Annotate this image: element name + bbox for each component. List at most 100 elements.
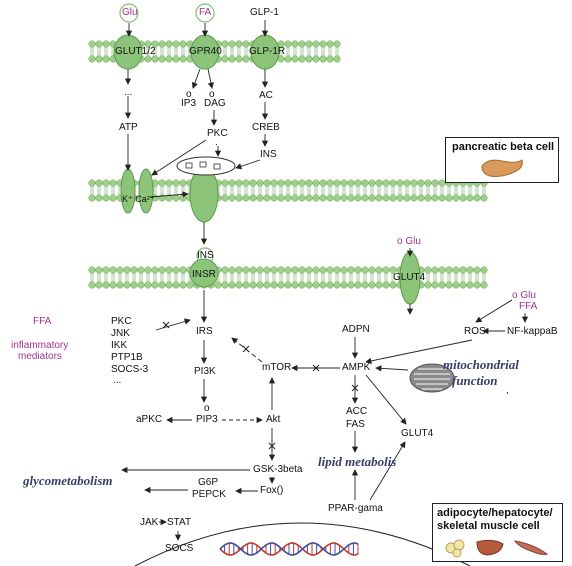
socs-label: SOCS <box>165 543 194 554</box>
inflammatory-label: inflammatory <box>11 340 69 351</box>
ppar-label: PPAR-gama <box>328 503 383 514</box>
ac-label: AC <box>259 90 273 101</box>
glut4-label: GLUT4 <box>401 428 434 439</box>
arrows <box>121 20 529 541</box>
arrow-inhibitors-irs <box>155 318 191 331</box>
target-cell-box: adipocyte/hepatocyte/ skeletal muscle ce… <box>432 503 563 562</box>
dna-helix-icon <box>219 542 359 556</box>
arrow-mito-ampk <box>375 365 409 372</box>
fas-label: FAS <box>346 419 365 430</box>
pip3-label: PIP3 <box>196 414 218 425</box>
liver-icon <box>476 539 504 556</box>
ffa-right-label: FFA <box>519 301 538 312</box>
glu-top-label: Glu <box>122 7 138 18</box>
irs-label: IRS <box>196 326 213 337</box>
glp1r-label: GLP-1R <box>249 46 286 57</box>
adipocyte-icon <box>445 539 465 558</box>
target-cell-membrane <box>88 266 488 289</box>
inhibitor-ptp1b: PTP1B <box>111 352 143 363</box>
atp-label: ATP <box>119 122 138 133</box>
pkc-beta-label: PKC <box>207 128 228 139</box>
ip3-o-label: o <box>186 89 192 100</box>
insr-label: INSR <box>192 269 216 280</box>
k-channel <box>120 168 136 214</box>
fa-circle <box>195 3 215 23</box>
mediators-label: mediators <box>18 351 62 362</box>
nfkb-label: NF-kappaB <box>507 326 558 337</box>
fa-top-label: FA <box>199 7 212 18</box>
inhibitor-more: ... <box>113 375 122 386</box>
granule-2 <box>199 161 207 168</box>
glut12-label: GLUT1/2 <box>115 46 156 57</box>
x-ampk-acc <box>351 384 359 392</box>
pancreas-icon <box>481 159 523 177</box>
glycometabolism-label: glycometabolism <box>23 473 113 488</box>
gpr40-label: GPR40 <box>189 46 222 57</box>
foxo-label: Fox() <box>260 485 284 496</box>
x-inhibitors-irs <box>162 321 170 329</box>
mito-dot-label: , <box>506 385 509 396</box>
x-mtor-irs <box>242 345 250 353</box>
glut4-membrane-label: GLUT4 <box>393 272 426 283</box>
glu-right-label: o Glu <box>397 236 421 247</box>
stat-label: STAT <box>167 517 192 528</box>
gsk3-label: GSK-3beta <box>253 464 303 475</box>
inhibitor-pkc: PKC <box>111 316 132 327</box>
ins-label: INS <box>197 250 214 261</box>
arrow-gpr40-ip3 <box>191 68 201 89</box>
pi3k-label: PI3K <box>194 366 216 377</box>
arrow-ppar-glut4 <box>369 441 406 501</box>
akt-label: Akt <box>266 414 281 425</box>
pip3-o-label: o <box>204 403 210 414</box>
arrow-ins-vesicle <box>235 159 261 170</box>
x-akt-gsk3 <box>268 442 276 450</box>
arrow-ros-ampk <box>365 339 473 364</box>
jak-label: JAK <box>140 517 159 528</box>
arrow-pkc-channel <box>151 139 207 176</box>
arrow-channel-pore <box>149 191 189 198</box>
glu-circle <box>119 3 139 23</box>
granule-1 <box>185 162 193 169</box>
dots-label: ... <box>124 87 133 98</box>
pepck-label: PEPCK <box>192 489 226 500</box>
pkc-dot-label: . <box>215 137 218 148</box>
mito-label-2: function <box>452 373 498 388</box>
target-box-line2: skeletal muscle cell <box>437 520 540 532</box>
inhibitor-jnk: JNK <box>111 328 130 339</box>
ins-beta-label: INS <box>260 149 277 160</box>
tissue-icons <box>445 539 548 558</box>
inhibitor-ikk: IKK <box>111 340 128 351</box>
pancreatic-beta-cell-box: pancreatic beta cell <box>445 137 559 183</box>
adpn-label: ADPN <box>342 324 370 335</box>
arrow-glu-ros <box>475 299 513 323</box>
muscle-icon <box>513 540 548 556</box>
beta-cell-box-title: pancreatic beta cell <box>452 141 555 153</box>
cell-membranes <box>88 40 488 289</box>
arrow-gpr40-dag <box>207 68 214 89</box>
ca-channel <box>138 168 154 214</box>
glu-right2-label: o Glu <box>512 290 536 301</box>
k-ca-label: K⁺ Ca²⁺ <box>122 194 155 204</box>
dag-o-label: o <box>209 89 215 100</box>
target-box-line1: adipocyte/hepatocyte/ <box>437 507 553 519</box>
creb-label: CREB <box>252 122 280 133</box>
mitochondrion-icon <box>409 363 455 393</box>
mito-label-1: mitochondrial <box>443 357 519 372</box>
arrow-ampk-glut4 <box>365 374 407 425</box>
acc-label: ACC <box>346 406 368 417</box>
insr-receptor <box>189 258 219 288</box>
ampk-label: AMPK <box>342 362 371 373</box>
ffa-left-label: FFA <box>33 316 52 327</box>
nucleus-envelope <box>134 522 471 566</box>
x-ampk-mtor <box>312 364 320 372</box>
apkc-label: aPKC <box>136 414 163 425</box>
ip3-label: IP3 <box>181 98 197 109</box>
lipid-metabolism-label: lipid metabolis <box>318 454 397 469</box>
glp1-label: GLP-1 <box>250 7 279 18</box>
granule-3 <box>213 163 221 170</box>
mtor-label: mTOR <box>262 362 292 373</box>
ros-label: ROS <box>464 326 486 337</box>
dag-label: DAG <box>204 98 226 109</box>
g6p-label: G6P <box>198 477 219 488</box>
